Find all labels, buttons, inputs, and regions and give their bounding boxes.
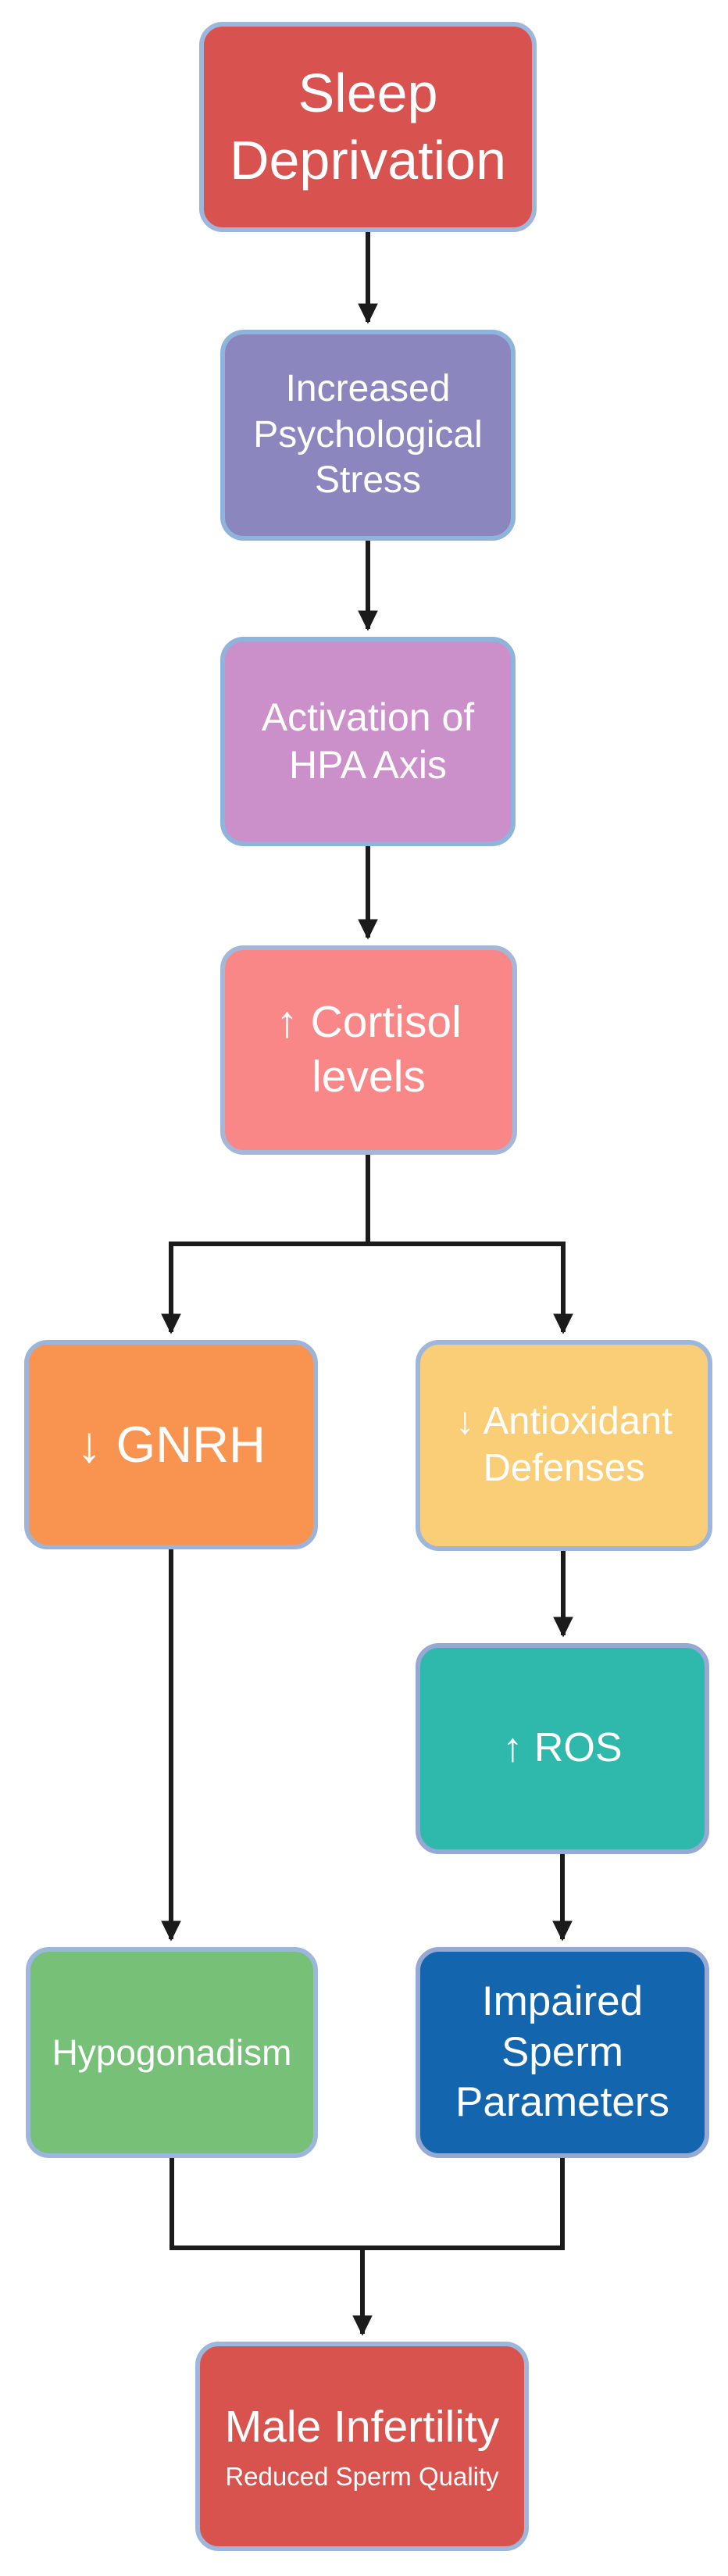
node-label: Hypogonadism: [52, 2031, 292, 2073]
node-increased-psychological-stress: Increased Psychological Stress: [220, 330, 516, 541]
node-male-infertility: Male Infertility Reduced Sperm Quality: [195, 2342, 529, 2551]
node-label: Activation of HPA Axis: [261, 695, 475, 787]
node-label: ↓ GNRH: [77, 1416, 266, 1474]
node-hypogonadism: Hypogonadism: [26, 1947, 318, 2158]
node-increased-ros: ↑ ROS: [416, 1643, 709, 1854]
node-decreased-antioxidant-defenses: ↓ Antioxidant Defenses: [416, 1340, 712, 1551]
node-increased-cortisol-levels: ↑ Cortisol levels: [220, 945, 517, 1155]
node-label: ↑ ROS: [502, 1725, 623, 1771]
node-label: Increased Psychological Stress: [253, 368, 483, 502]
node-label: Sleep Deprivation: [229, 63, 507, 191]
node-impaired-sperm-parameters: Impaired Sperm Parameters: [416, 1947, 709, 2158]
node-title: Male Infertility: [224, 2402, 500, 2453]
node-label: ↑ Cortisol levels: [276, 997, 462, 1102]
node-sleep-deprivation: Sleep Deprivation: [199, 22, 537, 232]
node-label: ↓ Antioxidant Defenses: [455, 1400, 673, 1489]
node-label: Impaired Sperm Parameters: [455, 1978, 669, 2126]
node-decreased-gnrh: ↓ GNRH: [24, 1340, 318, 1549]
node-activation-of-hpa-axis: Activation of HPA Axis: [220, 637, 516, 846]
node-subtitle: Reduced Sperm Quality: [225, 2461, 499, 2491]
